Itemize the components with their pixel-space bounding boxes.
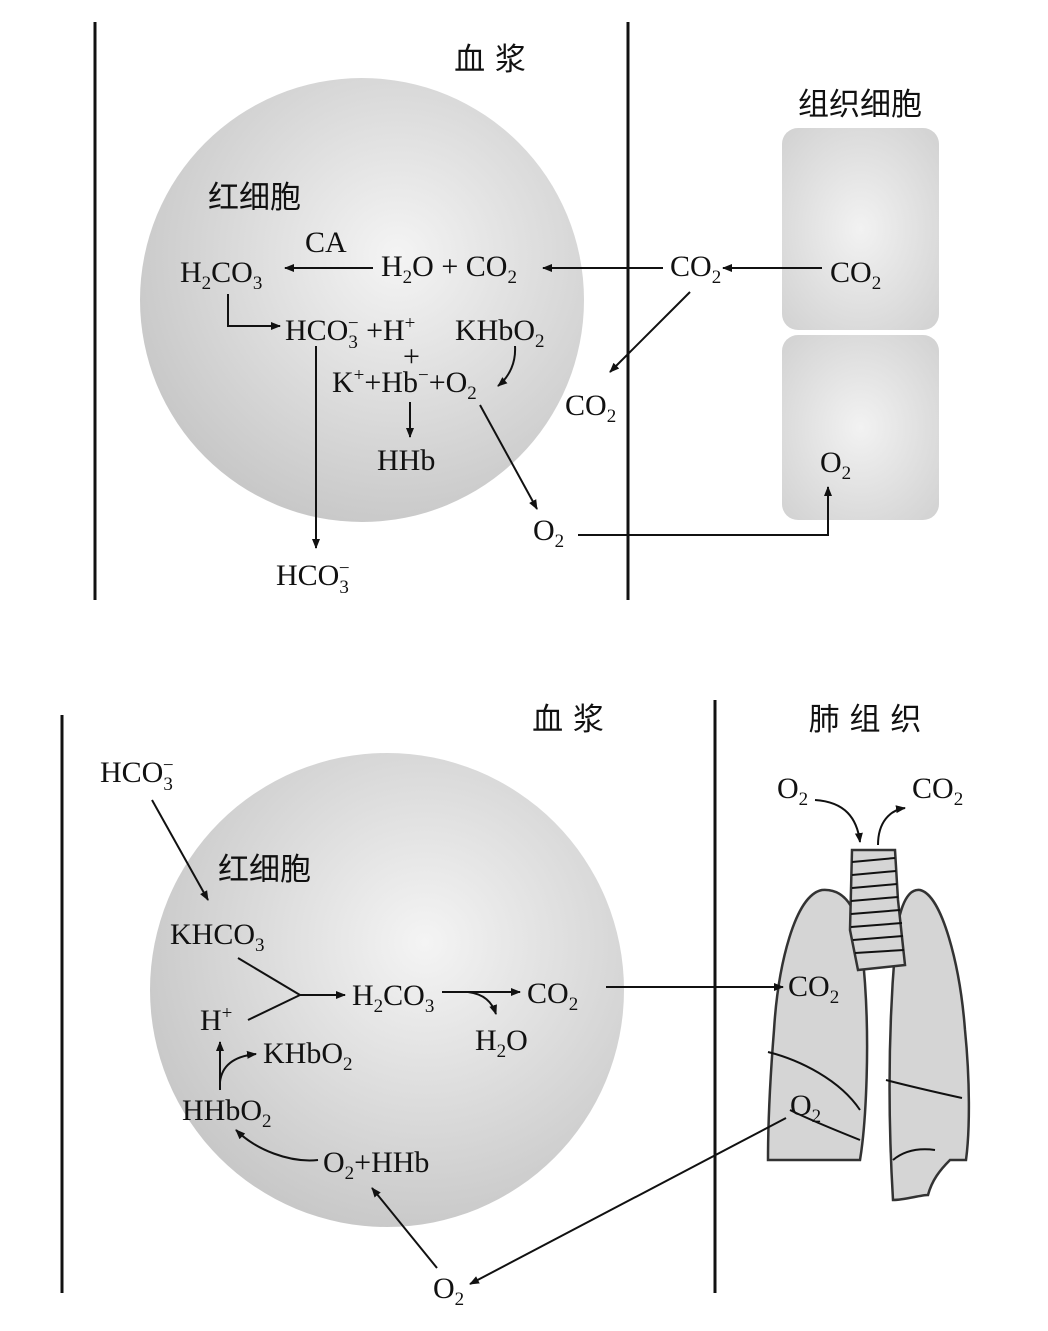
trachea-ring <box>851 857 896 863</box>
top-o2-tissue: O2 <box>820 446 851 484</box>
arrow-co2-diffuse-down <box>609 291 691 373</box>
top-k-hb-o2: K++Hb−+O2 <box>332 365 477 404</box>
arrow-h-branch <box>247 994 301 1021</box>
arrow-khbo2-release <box>497 345 517 387</box>
trachea-ring <box>851 870 897 876</box>
tissue-cell-lower <box>782 335 939 520</box>
right-lung <box>888 888 971 1202</box>
arrow-o2-inhaled <box>814 799 863 843</box>
carbonic-anhydrase-label: CA <box>305 226 347 259</box>
arrow-o2-hhb-to-hhbo2 <box>235 1129 319 1162</box>
arrow-o2-enter-cell <box>371 1187 438 1269</box>
trachea-ring <box>854 949 905 954</box>
bottom-plasma-label: 血 浆 <box>532 702 604 738</box>
tissue-cell-label: 组织细胞 <box>798 87 922 123</box>
top-hco3-out: HCO3− <box>276 558 350 598</box>
top-h2o-co2: H2O + CO2 <box>381 250 517 288</box>
bottom-o2-bottom: O2 <box>433 1272 464 1310</box>
bottom-khco3: KHCO3 <box>170 918 265 956</box>
bottom-co2-lung: CO2 <box>788 970 839 1008</box>
trachea-ring <box>850 922 903 928</box>
lung-tissue-label: 肺 组 织 <box>809 702 922 738</box>
top-hhb: HHb <box>377 444 435 477</box>
top-plasma-label: 血 浆 <box>454 42 526 78</box>
bottom-hhbo2: HHbO2 <box>182 1094 272 1132</box>
arrow-hco3-enter-cell <box>151 799 209 901</box>
arrow-h2co3-dissociation <box>227 294 281 330</box>
trachea-ring <box>852 935 904 941</box>
arrow-o2-to-tissue <box>578 486 832 536</box>
bottom-hco3-in: HCO3− <box>100 755 174 795</box>
top-co2-down: CO2 <box>565 389 616 427</box>
top-red-blood-cell <box>140 78 584 522</box>
top-co2-plasma: CO2 <box>670 250 721 288</box>
left-lung <box>766 888 869 1162</box>
arrow-h2co3-to-h2o <box>467 991 497 1015</box>
bottom-co2-air: CO2 <box>912 772 963 810</box>
top-h2co3: H2CO3 <box>180 256 262 294</box>
trachea-ring <box>850 909 901 915</box>
trachea-ring <box>850 896 899 902</box>
right-lung-lobe-line-2 <box>892 1148 936 1161</box>
left-lung-lobe-line-2 <box>789 1109 861 1141</box>
tissue-cell-upper <box>782 128 939 330</box>
bottom-khbo2: KHbO2 <box>263 1037 353 1075</box>
top-co2-tissue: CO2 <box>830 256 881 294</box>
trachea-ring <box>851 883 898 889</box>
arrow-o2-exit-cell <box>479 404 538 510</box>
bottom-o2-lung: O2 <box>790 1089 821 1127</box>
top-panel: 血 浆 组织细胞 红细胞 CA H2CO3 H2O + CO2 HCO3− +H… <box>93 22 939 600</box>
bottom-rbc-label: 红细胞 <box>218 852 311 888</box>
arrow-lung-o2-to-plasma <box>469 1117 787 1285</box>
bottom-h2co3: H2CO3 <box>352 979 434 1017</box>
bottom-h-plus: H+ <box>200 1003 232 1037</box>
top-o2-plasma: O2 <box>533 514 564 552</box>
arrow-hhbo2-to-khbo2 <box>219 1050 257 1083</box>
bottom-o2-hhb: O2+HHb <box>323 1146 429 1184</box>
bottom-co2-cell: CO2 <box>527 977 578 1015</box>
left-lung-lobe-line <box>767 1051 861 1111</box>
lung-illustration <box>766 848 971 1202</box>
bottom-panel: 血 浆 肺 组 织 红细胞 HCO3− KHCO3 H+ H2CO3 CO2 H… <box>60 700 971 1310</box>
top-binding-plus: + <box>403 340 420 373</box>
top-khbo2: KHbO2 <box>455 314 545 352</box>
top-hco3-h: HCO3− +H+ <box>285 313 415 353</box>
arrow-co2-exhaled <box>877 805 906 846</box>
arrow-khco3-branch <box>237 957 301 996</box>
bottom-red-blood-cell <box>150 753 624 1227</box>
right-lung-lobe-line <box>885 1079 963 1099</box>
bottom-h2o: H2O <box>475 1024 528 1062</box>
bottom-o2-air: O2 <box>777 772 808 810</box>
top-rbc-label: 红细胞 <box>208 180 301 216</box>
